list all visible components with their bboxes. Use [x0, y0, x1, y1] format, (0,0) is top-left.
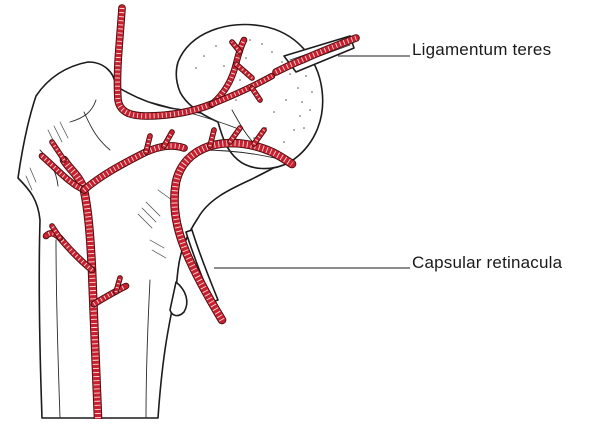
ligamentum-teres-label: Ligamentum teres [412, 40, 551, 60]
femur-bone [18, 25, 354, 419]
vessel-shaft-branch-right-twig [116, 278, 120, 292]
capsular-retinacula-label: Capsular retinacula [412, 253, 562, 273]
vessel-retinacular-twig-c [210, 130, 214, 146]
vessel-neck-lower-twig-a [146, 136, 150, 152]
